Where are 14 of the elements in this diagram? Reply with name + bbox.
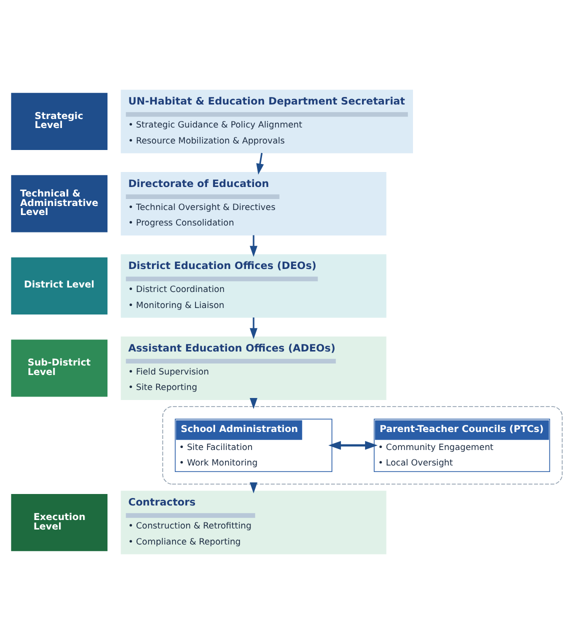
arrow [250,316,258,339]
node-box: Sub-District Level [11,339,108,396]
node-box: Directorate of Education • Technical Oversight & Directives • Progress Consolidation [120,172,386,235]
cluster [162,406,563,484]
arrow [250,234,258,256]
node-box: Strategic Level [11,92,108,150]
node-box: Technical & Administrative Level [11,174,108,232]
node-box: District Level [11,256,108,314]
node-box: UN-Habitat & Education Department Secretariat • Strategic Guidance & Policy Alignment • Resource Mobilization & Approvals [120,89,413,153]
node-box: Execution Level [11,493,108,551]
node-box: District Education Offices (DEOs) • District Coordination • Monitoring & Liaison [120,254,386,318]
arrow [328,440,378,450]
arrow [256,152,264,174]
node-box: Contractors • Construction & Retrofitting • Compliance & Reporting [120,490,386,554]
